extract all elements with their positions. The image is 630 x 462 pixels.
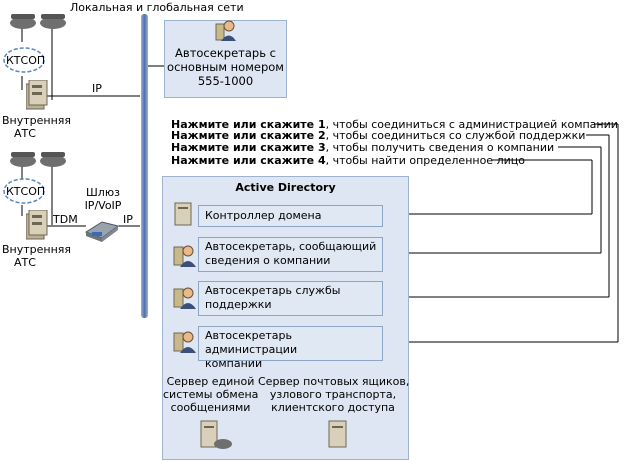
gateway-icon: [84, 214, 120, 248]
instruction-4: Нажмите или скажите 4, чтобы найти опред…: [171, 154, 525, 167]
pstn-label-bottom: КТСОП: [6, 185, 46, 198]
active-directory-box: Active Directory Контроллер домена Автос…: [162, 176, 409, 460]
pstn-cloud-bottom: КТСОП: [2, 176, 46, 206]
domain-controller-icon: [173, 201, 193, 231]
instruction-1: Нажмите или скажите 1, чтобы соединиться…: [171, 118, 618, 131]
attendant-icon: [173, 329, 197, 359]
telephone-icon: [38, 12, 68, 34]
network-title: Локальная и глобальная сети: [70, 1, 244, 14]
main-auto-attendant-box: Автосекретарь с основным номером 555-100…: [164, 20, 287, 98]
network-bus: [141, 14, 148, 318]
telephone-icon: [8, 12, 38, 34]
instruction-2: Нажмите или скажите 2, чтобы соединиться…: [171, 129, 586, 142]
ip-label-bottom: IP: [123, 213, 133, 226]
attendant-icon: [173, 285, 197, 315]
pstn-cloud-top: КТСОП: [2, 44, 46, 76]
pbx-server-icon: [25, 209, 48, 244]
telephone-icon: [38, 150, 68, 172]
active-directory-title: Active Directory: [235, 181, 336, 194]
pstn-label-top: КТСОП: [6, 54, 46, 67]
item-domain-controller: Контроллер домена: [198, 205, 383, 227]
um-server-icon: [199, 419, 233, 455]
ip-label-top: IP: [92, 82, 102, 95]
main-attendant-label: Автосекретарь с основным номером 555-100…: [167, 46, 284, 88]
pbx-server-icon: [25, 79, 48, 114]
telephone-icon: [8, 150, 38, 172]
mailbox-server-label: Сервер почтовых ящиков,узлового транспор…: [258, 375, 410, 414]
mailbox-server-icon: [327, 419, 349, 455]
attendant-icon: [173, 243, 197, 273]
tdm-label: TDM: [53, 213, 78, 226]
instruction-3: Нажмите или скажите 3, чтобы получить св…: [171, 141, 555, 154]
attendant-icon: [215, 19, 237, 47]
